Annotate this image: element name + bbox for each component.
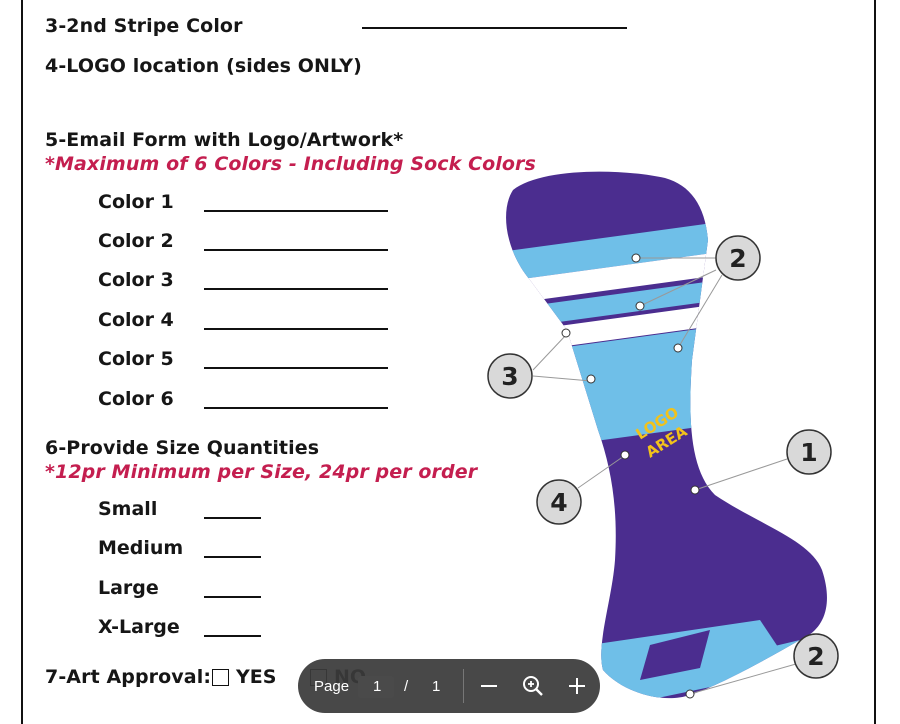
plus-icon bbox=[569, 678, 585, 694]
color-3-line[interactable] bbox=[204, 288, 388, 290]
zoom-button[interactable] bbox=[520, 673, 546, 699]
svg-text:4: 4 bbox=[550, 488, 567, 517]
size-large-line[interactable] bbox=[204, 596, 261, 598]
color-1-line[interactable] bbox=[204, 210, 388, 212]
callout-lines bbox=[532, 257, 797, 695]
size-xlarge-label: X-Large bbox=[98, 616, 180, 638]
color-2-label: Color 2 bbox=[98, 230, 174, 252]
page-label: Page bbox=[314, 678, 350, 695]
color-4-label: Color 4 bbox=[98, 309, 174, 331]
color-note: *Maximum of 6 Colors - Including Sock Co… bbox=[45, 153, 536, 175]
size-small-label: Small bbox=[98, 498, 158, 520]
color-6-line[interactable] bbox=[204, 407, 388, 409]
color-3-label: Color 3 bbox=[98, 269, 174, 291]
callout-dots bbox=[561, 253, 700, 699]
color-1-label: Color 1 bbox=[98, 191, 174, 213]
svg-text:2: 2 bbox=[729, 244, 746, 273]
svg-text:2: 2 bbox=[807, 642, 824, 671]
current-page: 1 bbox=[373, 678, 382, 695]
color-5-label: Color 5 bbox=[98, 348, 174, 370]
sock-diagram: LOGO AREA 2 3 1 bbox=[487, 171, 839, 699]
color-4-line[interactable] bbox=[204, 328, 388, 330]
pager-divider bbox=[463, 669, 464, 703]
email-heading: 5-Email Form with Logo/Artwork* bbox=[45, 129, 404, 151]
stripe2-fill-line[interactable] bbox=[362, 27, 627, 29]
stripe2-label: 3-2nd Stripe Color bbox=[45, 15, 243, 37]
callout-4: 4 bbox=[536, 479, 582, 525]
callout-badges: 2 3 1 4 2 bbox=[487, 235, 839, 679]
size-note: *12pr Minimum per Size, 24pr per order bbox=[45, 461, 478, 483]
size-medium-label: Medium bbox=[98, 537, 184, 559]
yes-label: YES bbox=[236, 666, 277, 688]
size-small-line[interactable] bbox=[204, 517, 261, 519]
size-heading: 6-Provide Size Quantities bbox=[45, 437, 320, 459]
total-pages: 1 bbox=[432, 678, 441, 695]
pdf-pager-toolbar: Page 1 / 1 bbox=[298, 659, 600, 713]
page-border-left bbox=[21, 0, 23, 724]
minus-icon bbox=[481, 685, 497, 687]
page-number-input[interactable]: 1 bbox=[358, 676, 394, 698]
callout-3: 3 bbox=[487, 353, 533, 399]
callout-1: 1 bbox=[786, 429, 832, 475]
color-5-line[interactable] bbox=[204, 367, 388, 369]
zoom-out-button[interactable] bbox=[476, 673, 502, 699]
callout-2-bottom: 2 bbox=[793, 633, 839, 679]
color-6-label: Color 6 bbox=[98, 388, 174, 410]
logo-location-label: 4-LOGO location (sides ONLY) bbox=[45, 55, 362, 77]
zoom-in-button[interactable] bbox=[564, 673, 590, 699]
size-large-label: Large bbox=[98, 577, 159, 599]
page-border-right bbox=[874, 0, 876, 724]
yes-checkbox[interactable] bbox=[212, 669, 229, 686]
size-xlarge-line[interactable] bbox=[204, 635, 261, 637]
approval-label: 7-Art Approval: bbox=[45, 666, 212, 688]
callout-2-top: 2 bbox=[715, 235, 761, 281]
color-2-line[interactable] bbox=[204, 249, 388, 251]
zoom-icon bbox=[523, 676, 543, 696]
svg-text:3: 3 bbox=[501, 362, 518, 391]
size-medium-line[interactable] bbox=[204, 556, 261, 558]
svg-text:1: 1 bbox=[800, 438, 817, 467]
page-separator: / bbox=[404, 678, 409, 695]
